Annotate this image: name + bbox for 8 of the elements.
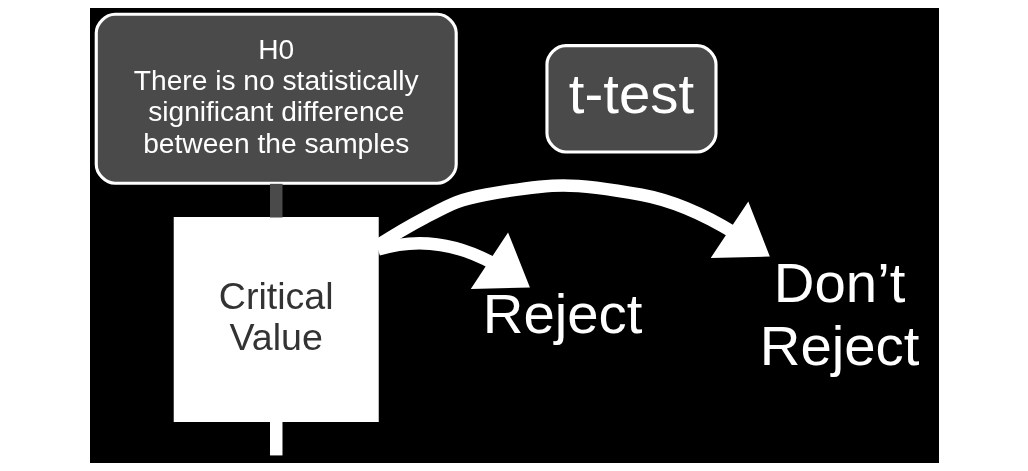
connector xyxy=(269,183,282,218)
node-text: Reject xyxy=(482,282,642,346)
node-box: t-test xyxy=(544,44,718,154)
connector xyxy=(269,421,282,456)
arrow xyxy=(375,232,530,290)
node-box: H0 There is no statistically significant difference between the samples xyxy=(94,12,458,185)
node-text: Don’t Reject xyxy=(759,250,919,377)
node-box: Critical Value xyxy=(173,216,379,422)
